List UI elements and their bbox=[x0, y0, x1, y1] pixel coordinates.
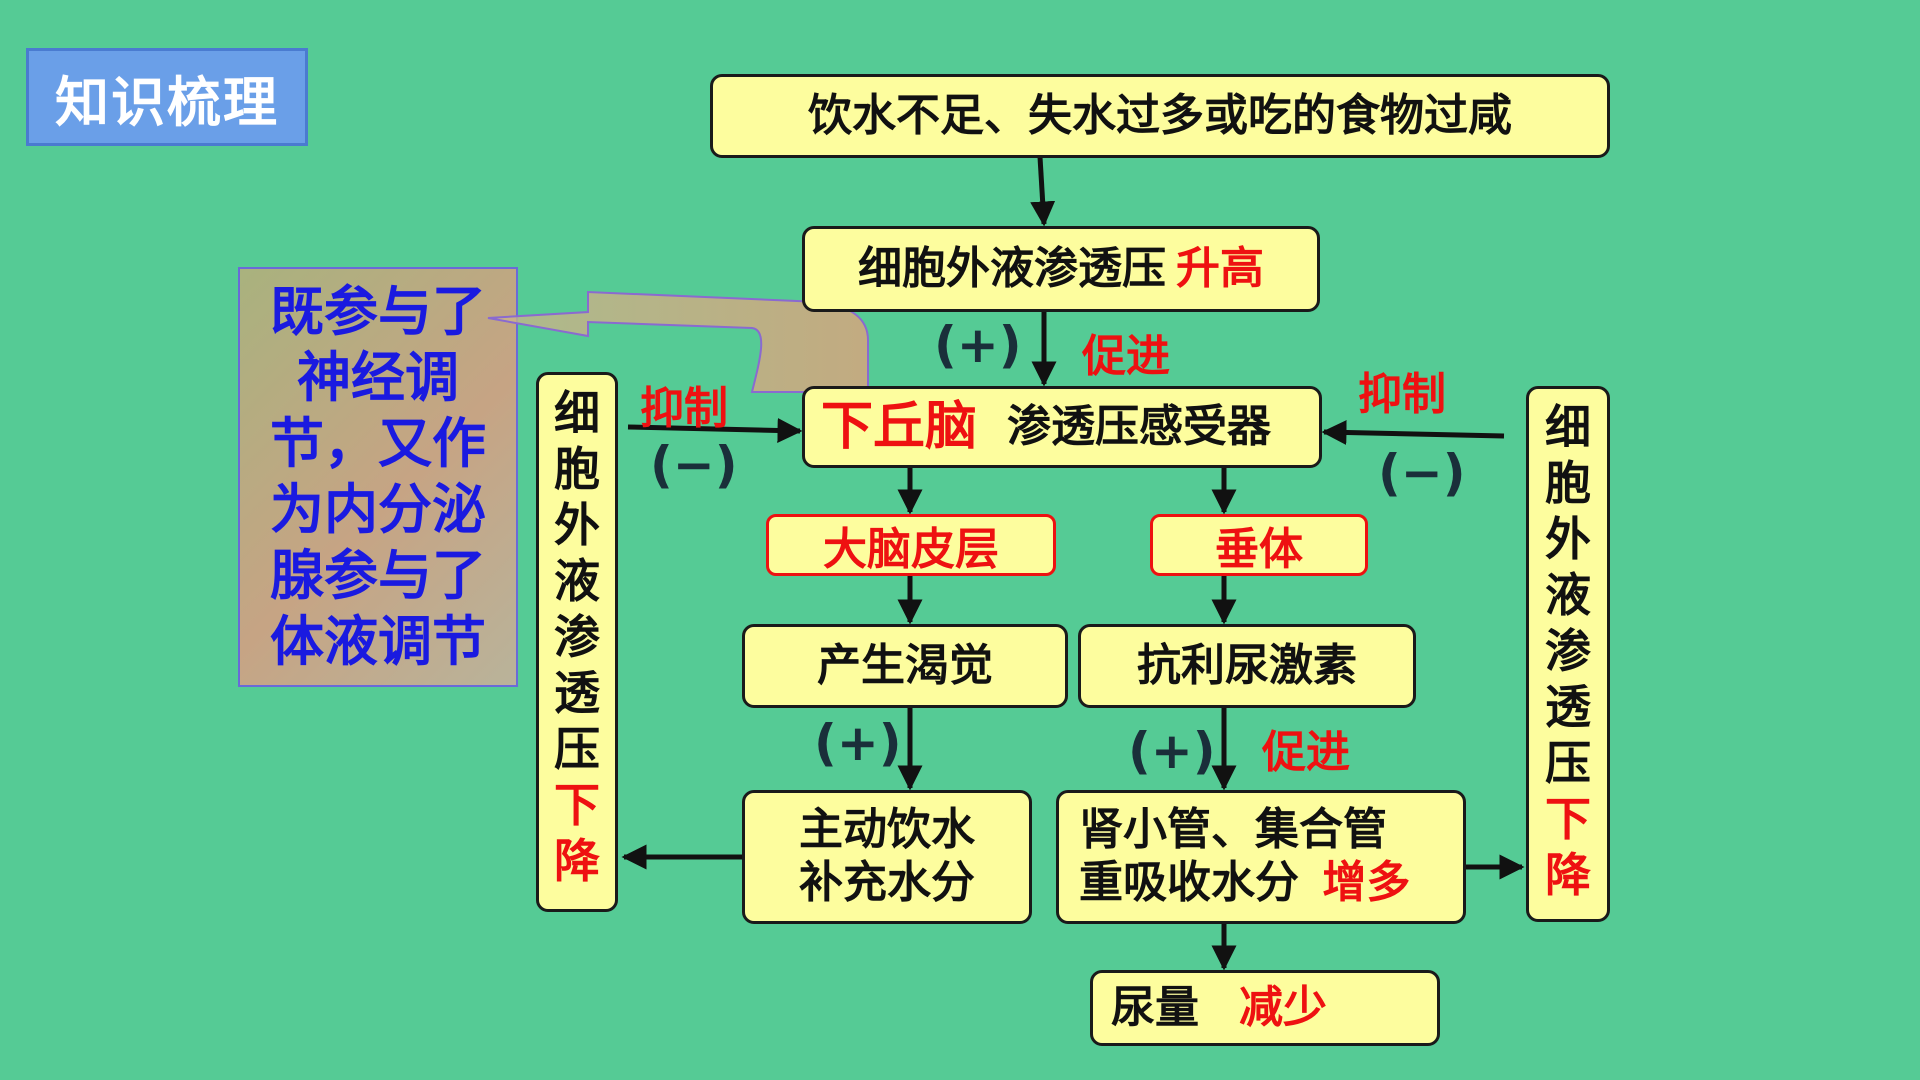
box-adh-text: 抗利尿激素 bbox=[1137, 639, 1357, 691]
vchar: 液 bbox=[554, 554, 600, 608]
arrow-rightvert-hypo bbox=[1321, 420, 1505, 445]
box-drink: 主动饮水 补充水分 bbox=[742, 790, 1032, 924]
vchar: 透 bbox=[554, 666, 600, 720]
sign-plus-adh: (+) bbox=[1128, 722, 1216, 780]
vchar: 降 bbox=[554, 834, 600, 888]
vchar: 外 bbox=[1545, 512, 1591, 566]
vchar: 渗 bbox=[554, 610, 600, 664]
box-urine-text: 尿量 bbox=[1111, 981, 1199, 1033]
box-drink-line2: 补充水分 bbox=[799, 857, 975, 908]
arrow-top-ecf bbox=[1030, 156, 1056, 227]
vchar: 外 bbox=[554, 498, 600, 552]
note-line: 既参与了 bbox=[270, 280, 486, 343]
sign-minus-left: (−) bbox=[650, 436, 738, 494]
vchar: 压 bbox=[554, 722, 600, 776]
box-ecf-text: 细胞外液渗透压 bbox=[858, 242, 1166, 294]
vbox-left-decrease: 细 胞 外 液 渗 透 压 下 降 bbox=[536, 372, 618, 912]
box-cortex: 大脑皮层 bbox=[766, 514, 1056, 576]
box-ecf-rise: 细胞外液渗透压 升高 bbox=[802, 226, 1320, 312]
box-thirst-text: 产生渴觉 bbox=[817, 639, 993, 691]
sign-minus-right: (−) bbox=[1378, 444, 1466, 502]
box-thirst: 产生渴觉 bbox=[742, 624, 1068, 708]
box-hypothalamus: 下丘脑 渗透压感受器 bbox=[802, 386, 1322, 468]
box-kidney: 肾小管、集合管 重吸收水分 增多 bbox=[1056, 790, 1466, 924]
note-line: 神经调 bbox=[297, 346, 459, 409]
title-badge: 知识梳理 bbox=[26, 48, 308, 146]
note-line: 腺参与了 bbox=[270, 544, 486, 607]
box-adh: 抗利尿激素 bbox=[1078, 624, 1416, 708]
label-inhibit-right: 抑制 bbox=[1358, 369, 1446, 420]
vchar: 透 bbox=[1545, 680, 1591, 734]
title-text: 知识梳理 bbox=[55, 70, 279, 134]
box-hypothalamus-name: 下丘脑 bbox=[821, 396, 978, 457]
box-kidney-line2: 重吸收水分 增多 bbox=[1079, 857, 1410, 910]
box-ecf-up: 升高 bbox=[1176, 242, 1264, 294]
vchar: 下 bbox=[554, 778, 600, 832]
box-cause-text: 饮水不足、失水过多或吃的食物过咸 bbox=[808, 89, 1512, 141]
box-pituitary: 垂体 bbox=[1150, 514, 1368, 576]
curved-arrow bbox=[487, 290, 869, 393]
box-pituitary-text: 垂体 bbox=[1215, 524, 1303, 575]
vchar: 细 bbox=[554, 386, 600, 440]
label-promote-adh: 促进 bbox=[1262, 727, 1350, 778]
label-inhibit-left: 抑制 bbox=[640, 383, 728, 434]
vchar: 胞 bbox=[1545, 456, 1591, 510]
arrow-leftvert-hypo bbox=[627, 417, 803, 443]
sign-plus-ecf: (+) bbox=[934, 316, 1022, 374]
box-drink-line1: 主动饮水 bbox=[799, 804, 975, 856]
box-kidney-absorb: 重吸收水分 bbox=[1079, 857, 1299, 908]
box-cortex-text: 大脑皮层 bbox=[823, 524, 999, 575]
note-box: 既参与了 神经调 节，又作 为内分泌 腺参与了 体液调节 bbox=[238, 267, 518, 687]
box-kidney-more: 增多 bbox=[1322, 857, 1411, 908]
note-line: 为内分泌 bbox=[270, 478, 486, 541]
label-promote-top: 促进 bbox=[1082, 331, 1170, 382]
box-urine: 尿量 减少 bbox=[1090, 970, 1440, 1046]
vchar: 下 bbox=[1545, 792, 1591, 846]
box-kidney-line1: 肾小管、集合管 bbox=[1079, 804, 1387, 856]
note-line: 体液调节 bbox=[270, 610, 486, 673]
sign-plus-thirst: (+) bbox=[814, 714, 902, 772]
vchar: 渗 bbox=[1545, 624, 1591, 678]
vchar: 压 bbox=[1545, 736, 1591, 790]
box-urine-less: 减少 bbox=[1239, 981, 1327, 1033]
vchar: 细 bbox=[1545, 400, 1591, 454]
note-line: 节，又作 bbox=[270, 412, 486, 475]
vbox-right-decrease: 细 胞 外 液 渗 透 压 下 降 bbox=[1526, 386, 1610, 922]
vchar: 降 bbox=[1545, 848, 1591, 902]
vchar: 胞 bbox=[554, 442, 600, 496]
box-cause: 饮水不足、失水过多或吃的食物过咸 bbox=[710, 74, 1610, 158]
box-receptor: 渗透压感受器 bbox=[1007, 400, 1272, 452]
vchar: 液 bbox=[1545, 568, 1591, 622]
